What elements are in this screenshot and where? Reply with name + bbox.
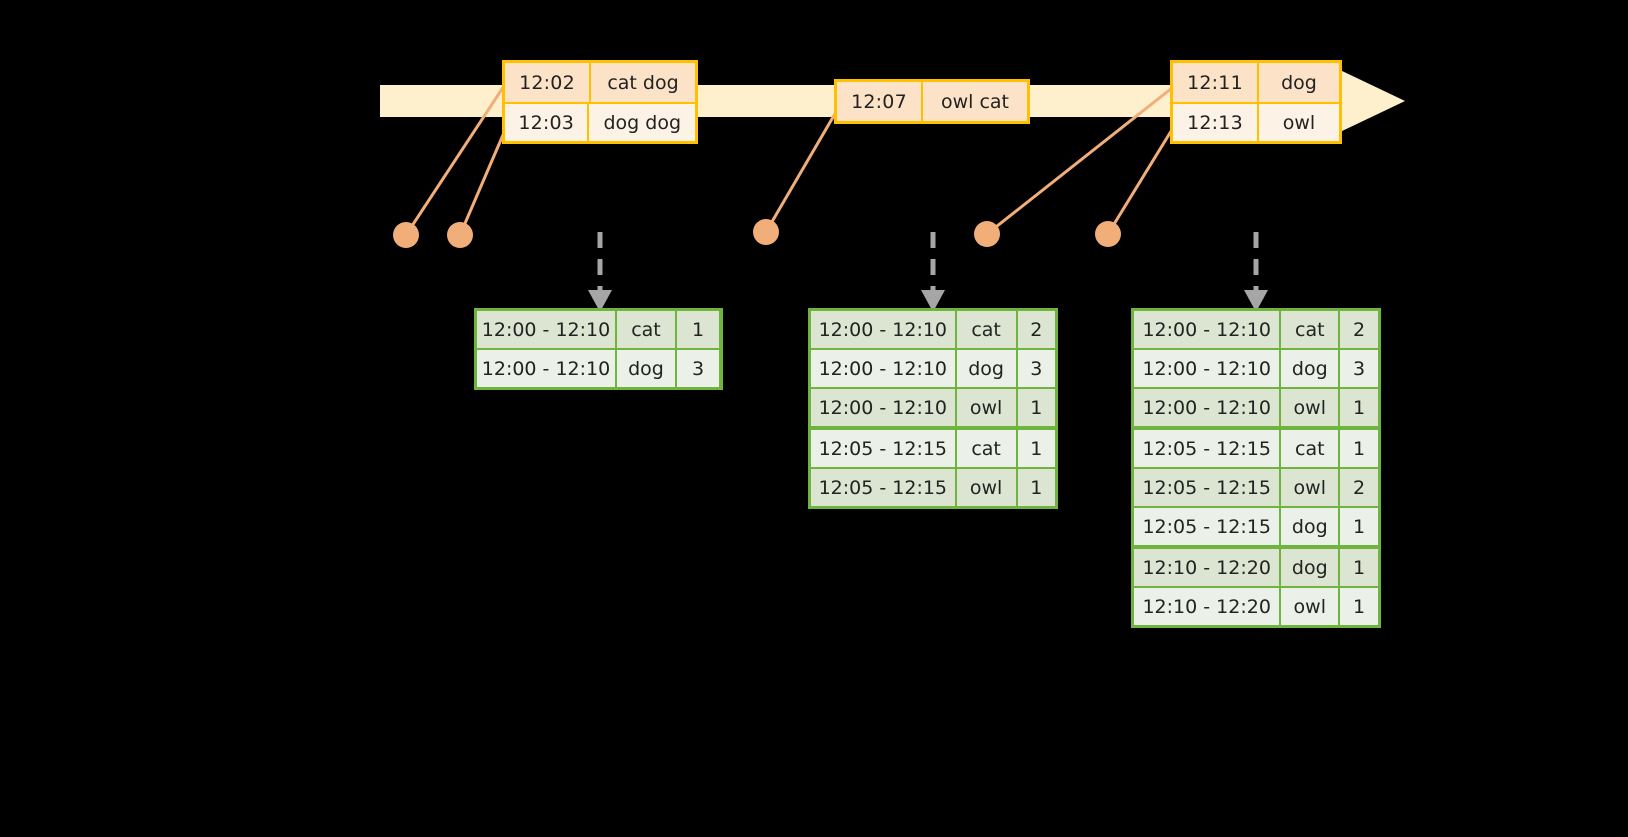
event-words: dog: [1281, 71, 1317, 94]
table-row[interactable]: 12:00 - 12:10 cat 1: [477, 311, 720, 348]
cell-count: 3: [1017, 350, 1055, 387]
event-dot-4: [974, 221, 1000, 247]
event-time: 12:07: [837, 82, 923, 121]
cell-word: dog: [956, 350, 1016, 387]
table-row[interactable]: 12:00 - 12:10 dog 3: [1134, 350, 1378, 387]
cell-word: cat: [956, 430, 1016, 467]
cell-window: 12:00 - 12:10: [811, 311, 955, 348]
cell-word: cat: [1281, 430, 1339, 467]
connector-line-5: [1106, 127, 1175, 235]
cell-count: 1: [1340, 549, 1378, 586]
cell-word: cat: [956, 311, 1016, 348]
event-dot-2: [447, 222, 473, 248]
cell-word: dog: [617, 350, 675, 387]
event-dot-3: [753, 219, 779, 245]
table-row[interactable]: 12:05 - 12:15 owl 2: [1134, 469, 1378, 506]
cell-word: cat: [1281, 311, 1339, 348]
cell-count: 1: [1340, 588, 1378, 625]
cell-window: 12:00 - 12:10: [811, 350, 955, 387]
cell-window: 12:10 - 12:20: [1134, 588, 1280, 625]
event-box-3[interactable]: 12:11 dog 12:13 owl: [1170, 60, 1342, 144]
event-box-2[interactable]: 12:07 owl cat: [834, 79, 1030, 124]
event-words: cat dog: [607, 71, 679, 94]
cell-count: 1: [1340, 430, 1378, 467]
table-row[interactable]: 12:05 - 12:15 cat 1: [1134, 430, 1378, 467]
event-time: 12:13: [1173, 104, 1259, 141]
table-row[interactable]: 12:00 - 12:10 dog 3: [477, 350, 720, 387]
cell-window: 12:10 - 12:20: [1134, 549, 1280, 586]
cell-count: 1: [1017, 430, 1055, 467]
cell-count: 1: [677, 311, 719, 348]
cell-count: 3: [1340, 350, 1378, 387]
cell-count: 2: [1340, 469, 1378, 506]
table-row[interactable]: 12:00 - 12:10 owl 1: [1134, 389, 1378, 426]
cell-word: owl: [1281, 469, 1339, 506]
cell-count: 2: [1017, 311, 1055, 348]
table-row[interactable]: 12:00 - 12:10 dog 3: [811, 350, 1055, 387]
table-row[interactable]: 12:05 - 12:15 dog 1: [1134, 508, 1378, 545]
cell-window: 12:05 - 12:15: [1134, 430, 1280, 467]
event-time: 12:11: [1173, 63, 1259, 102]
cell-window: 12:05 - 12:15: [811, 469, 955, 506]
table-row[interactable]: 12:00 - 12:10 cat 2: [1134, 311, 1378, 348]
event-row[interactable]: 12:11 dog: [1173, 63, 1339, 102]
cell-window: 12:00 - 12:10: [811, 389, 955, 426]
event-row[interactable]: 12:13 owl: [1173, 102, 1339, 141]
event-dot-1: [393, 222, 419, 248]
cell-count: 3: [677, 350, 719, 387]
cell-word: owl: [1281, 389, 1339, 426]
cell-count: 1: [1017, 469, 1055, 506]
event-time: 12:02: [505, 63, 591, 102]
cell-word: cat: [617, 311, 675, 348]
cell-word: dog: [1281, 549, 1339, 586]
result-table-1[interactable]: 12:00 - 12:10 cat 1 12:00 - 12:10 dog 3: [474, 308, 723, 390]
event-row[interactable]: 12:07 owl cat: [837, 82, 1027, 121]
cell-word: dog: [1281, 508, 1339, 545]
cell-window: 12:05 - 12:15: [811, 430, 955, 467]
event-words: owl: [1282, 111, 1316, 134]
cell-word: owl: [956, 469, 1016, 506]
connector-line-3: [764, 111, 838, 233]
event-dots: [393, 219, 1121, 248]
cell-count: 1: [1017, 389, 1055, 426]
cell-word: dog: [1281, 350, 1339, 387]
result-table-3[interactable]: 12:00 - 12:10 cat 2 12:00 - 12:10 dog 3 …: [1131, 308, 1381, 628]
connector-line-1: [404, 85, 506, 236]
connector-line-2: [458, 127, 508, 236]
cell-window: 12:00 - 12:10: [477, 311, 615, 348]
cell-window: 12:05 - 12:15: [1134, 508, 1280, 545]
event-row[interactable]: 12:03 dog dog: [505, 102, 695, 141]
dashed-arrows: [588, 232, 1268, 312]
event-words: owl cat: [940, 90, 1010, 113]
cell-window: 12:00 - 12:10: [1134, 389, 1280, 426]
table-row[interactable]: 12:00 - 12:10 cat 2: [811, 311, 1055, 348]
event-box-1[interactable]: 12:02 cat dog 12:03 dog dog: [502, 60, 698, 144]
event-time: 12:03: [505, 104, 590, 141]
result-table-2[interactable]: 12:00 - 12:10 cat 2 12:00 - 12:10 dog 3 …: [808, 308, 1058, 509]
table-row[interactable]: 12:10 - 12:20 dog 1: [1134, 549, 1378, 586]
cell-window: 12:00 - 12:10: [1134, 350, 1280, 387]
event-dot-5: [1095, 221, 1121, 247]
cell-window: 12:05 - 12:15: [1134, 469, 1280, 506]
cell-word: owl: [1281, 588, 1339, 625]
cell-count: 1: [1340, 389, 1378, 426]
cell-count: 2: [1340, 311, 1378, 348]
table-row[interactable]: 12:05 - 12:15 cat 1: [811, 430, 1055, 467]
cell-window: 12:00 - 12:10: [477, 350, 615, 387]
cell-word: owl: [956, 389, 1016, 426]
event-row[interactable]: 12:02 cat dog: [505, 63, 695, 102]
table-row[interactable]: 12:00 - 12:10 owl 1: [811, 389, 1055, 426]
table-row[interactable]: 12:05 - 12:15 owl 1: [811, 469, 1055, 506]
cell-window: 12:00 - 12:10: [1134, 311, 1280, 348]
table-row[interactable]: 12:10 - 12:20 owl 1: [1134, 588, 1378, 625]
event-words: dog dog: [603, 111, 681, 134]
cell-count: 1: [1340, 508, 1378, 545]
